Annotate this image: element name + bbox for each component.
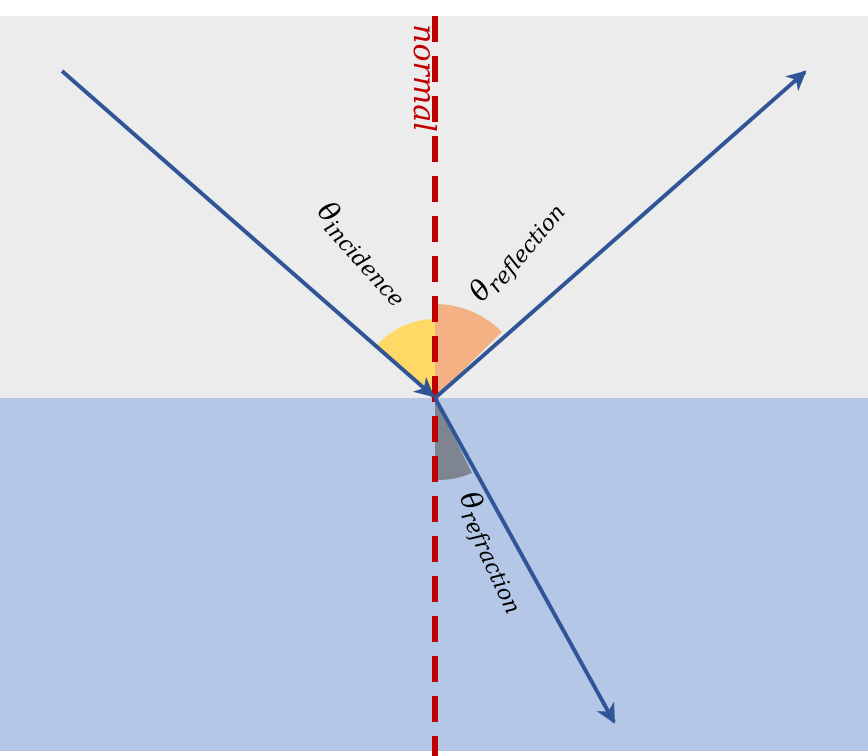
reflection-angle-arc bbox=[435, 303, 502, 398]
incident-ray bbox=[60, 69, 435, 398]
reflected-ray bbox=[433, 70, 807, 400]
refracted-ray bbox=[433, 397, 616, 724]
normal-label: normal bbox=[406, 24, 441, 132]
